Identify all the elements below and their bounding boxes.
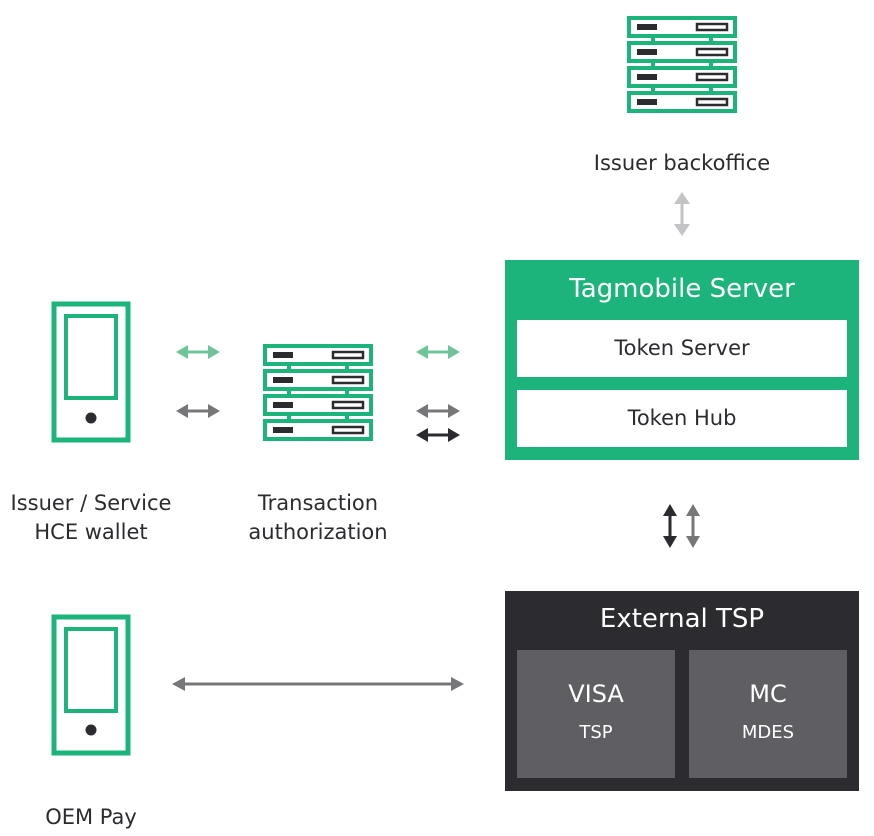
arrow-oem-tsp (172, 677, 464, 691)
issuer-backoffice-label: Issuer backoffice (593, 151, 771, 175)
mc-sub: MDES (741, 722, 795, 743)
mc-mdes-box: MC MDES (689, 650, 847, 778)
transaction-authorization-label: Transaction authorization (218, 489, 418, 547)
oem-pay-phone-icon (51, 614, 131, 756)
hce-wallet-label-line2: HCE wallet (34, 520, 148, 544)
hce-wallet-label: Issuer / Service HCE wallet (0, 489, 182, 547)
arrow-auth-server-green (416, 345, 460, 359)
arrow-auth-server-grey (416, 404, 460, 418)
external-tsp-title: External TSP (599, 604, 765, 634)
visa-sub: TSP (579, 722, 613, 743)
hce-wallet-label-line1: Issuer / Service (10, 491, 172, 515)
visa-tsp-box: VISA TSP (517, 650, 675, 778)
arrow-auth-server-dark (416, 428, 460, 442)
oem-pay-label: OEM Pay (45, 805, 137, 829)
transaction-authorization-label-line2: authorization (248, 520, 388, 544)
arrow-wallet-auth-green (176, 345, 220, 359)
transaction-authorization-server-icon (263, 344, 373, 441)
arrow-wallet-auth-grey (176, 404, 220, 418)
token-hub-box: Token Hub (517, 390, 847, 447)
mc-name: MC (749, 680, 787, 708)
tagmobile-server-title: Tagmobile Server (569, 274, 795, 304)
transaction-authorization-label-line1: Transaction (257, 491, 379, 515)
arrow-backoffice-server (674, 192, 690, 236)
issuer-backoffice-server-icon (627, 16, 737, 113)
hce-wallet-phone-icon (51, 301, 131, 443)
arrow-server-tsp-grey (686, 504, 700, 548)
visa-name: VISA (568, 680, 624, 708)
arrow-server-tsp-dark (663, 504, 677, 548)
token-server-box: Token Server (517, 320, 847, 377)
